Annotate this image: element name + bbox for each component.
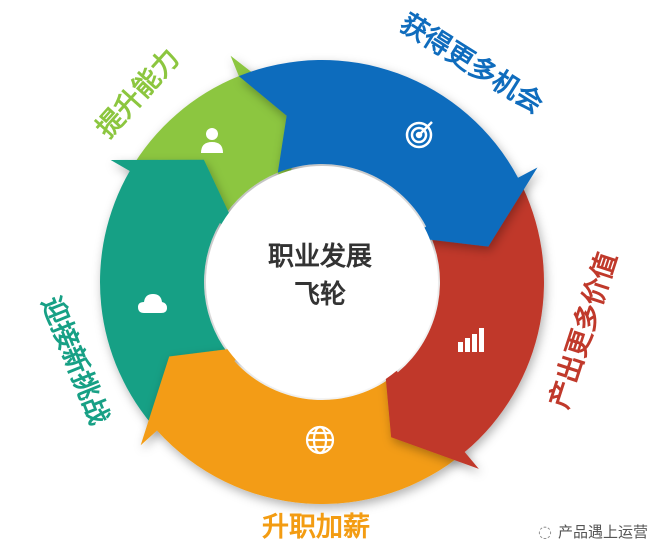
center-title-line2: 飞轮 [293, 280, 346, 310]
label-promotion-raise: 升职加薪 [262, 512, 370, 543]
watermark: ◌ 产品遇上运营 [538, 521, 648, 542]
center-title: 职业发展 飞轮 [240, 238, 400, 314]
segment-opportunities [238, 60, 538, 247]
bar-chart-icon [458, 328, 484, 352]
watermark-text: 产品遇上运营 [557, 523, 648, 541]
cloud-icon [138, 294, 167, 313]
center-circle [206, 166, 438, 398]
person-icon [201, 128, 223, 153]
target-icon [405, 121, 433, 149]
center-title-line1: 职业发展 [267, 242, 372, 272]
segment-ability [129, 55, 305, 224]
segment-promotion [140, 346, 465, 505]
globe-icon [305, 425, 335, 455]
wechat-icon: ◌ [538, 522, 552, 541]
segment-value [383, 177, 544, 469]
